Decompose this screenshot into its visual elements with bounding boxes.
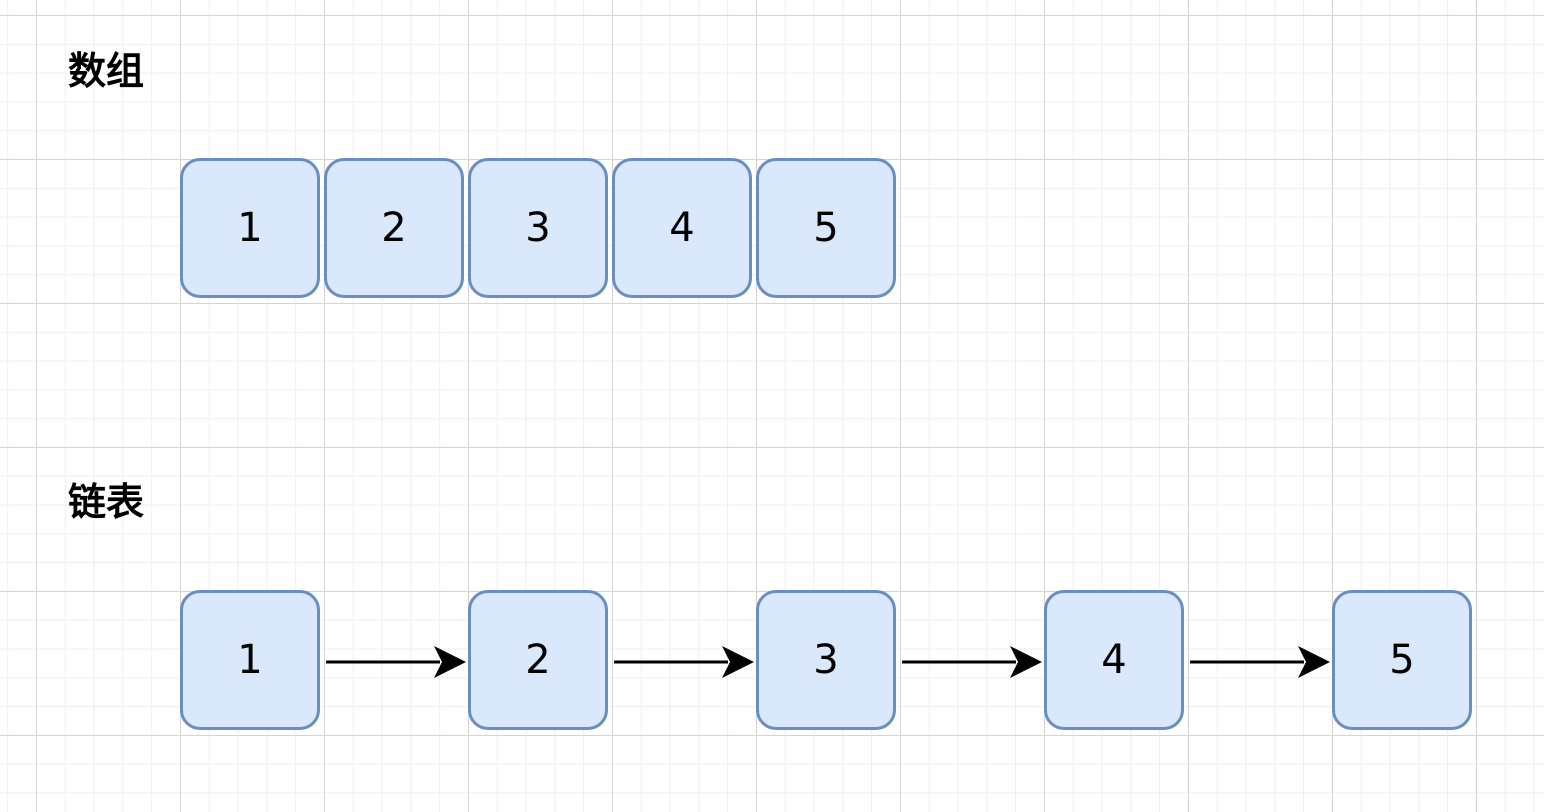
array-cell-3[interactable]: 3 <box>468 158 608 298</box>
array-cell-2[interactable]: 2 <box>324 158 464 298</box>
array-cell-5[interactable]: 5 <box>756 158 896 298</box>
arrow-2-to-3 <box>614 646 754 678</box>
list-node-4[interactable]: 4 <box>1044 590 1184 730</box>
linked-list-title: 链表 <box>68 480 145 524</box>
list-node-1[interactable]: 1 <box>180 590 320 730</box>
array-title: 数组 <box>68 49 145 93</box>
arrowhead-icon <box>1298 646 1330 678</box>
arrowhead-icon <box>722 646 754 678</box>
arrowhead-icon <box>1010 646 1042 678</box>
arrow-4-to-5 <box>1190 646 1330 678</box>
list-node-5[interactable]: 5 <box>1332 590 1472 730</box>
list-node-3[interactable]: 3 <box>756 590 896 730</box>
array-cell-4[interactable]: 4 <box>612 158 752 298</box>
arrowhead-icon <box>434 646 466 678</box>
array-cell-1[interactable]: 1 <box>180 158 320 298</box>
list-node-2[interactable]: 2 <box>468 590 608 730</box>
arrow-1-to-2 <box>326 646 466 678</box>
arrow-3-to-4 <box>902 646 1042 678</box>
